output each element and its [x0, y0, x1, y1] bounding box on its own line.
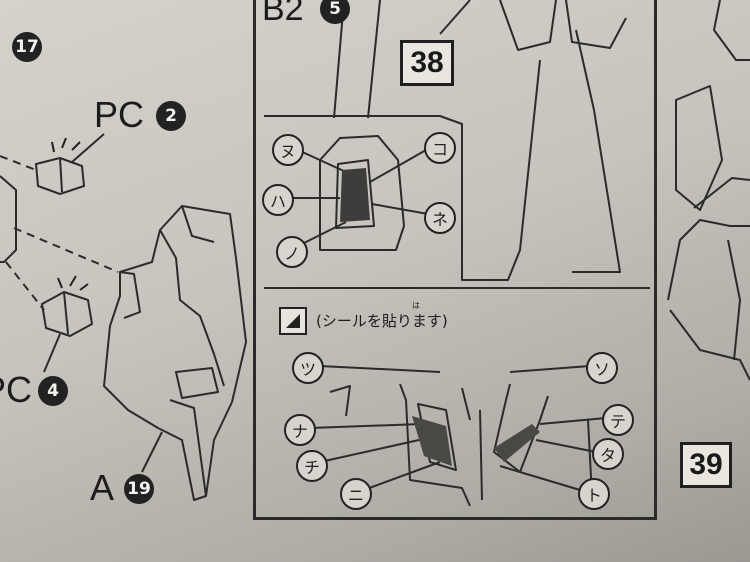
step-39: 39: [680, 442, 732, 488]
label-ta: タ: [592, 438, 624, 470]
label-nu: ヌ: [272, 134, 304, 166]
label-no: ノ: [276, 236, 308, 268]
sticker-note-ruby: は: [412, 301, 420, 310]
sticker-note: (シールを貼ります): [316, 312, 448, 330]
header-number: 5: [320, 0, 350, 24]
label-tsu: ツ: [292, 352, 324, 384]
part-a-prefix: A: [90, 467, 115, 508]
pc-bottom-prefix: PC: [0, 369, 33, 410]
sticker-areas: [340, 168, 540, 466]
pc-top-number: 2: [156, 101, 186, 131]
divider-bottom: [256, 517, 656, 520]
label-ko: コ: [424, 132, 456, 164]
label-na: ナ: [284, 414, 316, 446]
sticker-icon: [279, 307, 307, 335]
header-prefix: B2: [262, 0, 304, 28]
label-ne: ネ: [424, 202, 456, 234]
pc-top-prefix: PC: [94, 94, 145, 135]
divider-left: [253, 0, 256, 520]
label-ha: ハ: [262, 184, 294, 216]
label-to: ト: [578, 478, 610, 510]
label-ni: ニ: [340, 478, 372, 510]
part-17-badge: 17: [12, 32, 42, 62]
label-so: ソ: [586, 352, 618, 384]
divider-right: [654, 0, 657, 520]
label-chi: チ: [296, 450, 328, 482]
part-a19-outline: [103, 205, 247, 501]
peg-bottom: [41, 291, 93, 337]
pc-bottom-number: 4: [38, 376, 68, 406]
detail-inset: [319, 135, 405, 251]
part-a-number: 19: [124, 474, 154, 504]
step-38: 38: [400, 40, 454, 86]
label-te: テ: [602, 404, 634, 436]
